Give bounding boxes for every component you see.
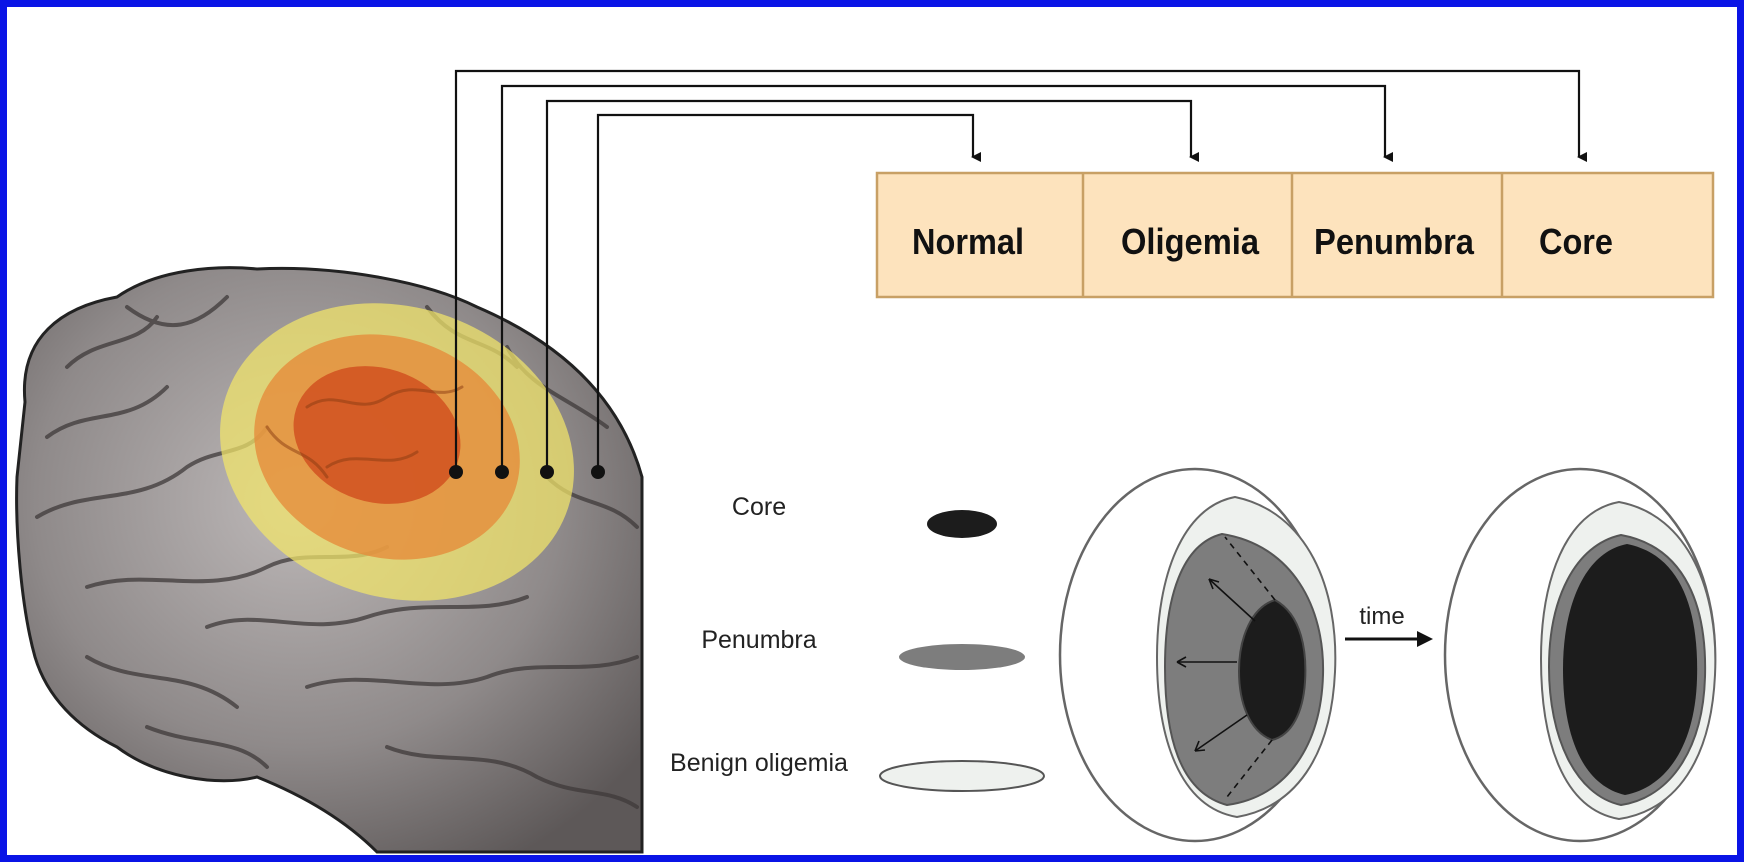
legend-swatch-penumbra (899, 644, 1025, 670)
legend: Core Penumbra Benign oligemia (670, 493, 1044, 791)
progression-after (1445, 469, 1715, 841)
zone-boxes: Normal Oligemia Penumbra Core (877, 173, 1713, 297)
time-arrow-label: time (1359, 603, 1404, 630)
legend-label-benign-oligemia: Benign oligemia (670, 749, 848, 777)
time-arrow: time (1345, 603, 1433, 647)
zone-label-penumbra: Penumbra (1314, 221, 1475, 262)
progression-before (1060, 469, 1335, 841)
legend-label-penumbra: Penumbra (701, 626, 816, 654)
legend-label-core: Core (732, 493, 786, 521)
legend-swatch-core (927, 510, 997, 538)
brain-illustration (17, 258, 642, 852)
dot-core (449, 465, 463, 479)
zone-label-normal: Normal (912, 221, 1024, 262)
legend-swatch-oligemia (880, 761, 1044, 791)
dot-penumbra (495, 465, 509, 479)
zone-label-core: Core (1539, 221, 1613, 262)
ischemia-diagram: Normal Oligemia Penumbra Core Core Penum… (7, 7, 1744, 862)
zone-label-oligemia: Oligemia (1121, 221, 1260, 262)
dot-normal (591, 465, 605, 479)
dot-oligemia (540, 465, 554, 479)
